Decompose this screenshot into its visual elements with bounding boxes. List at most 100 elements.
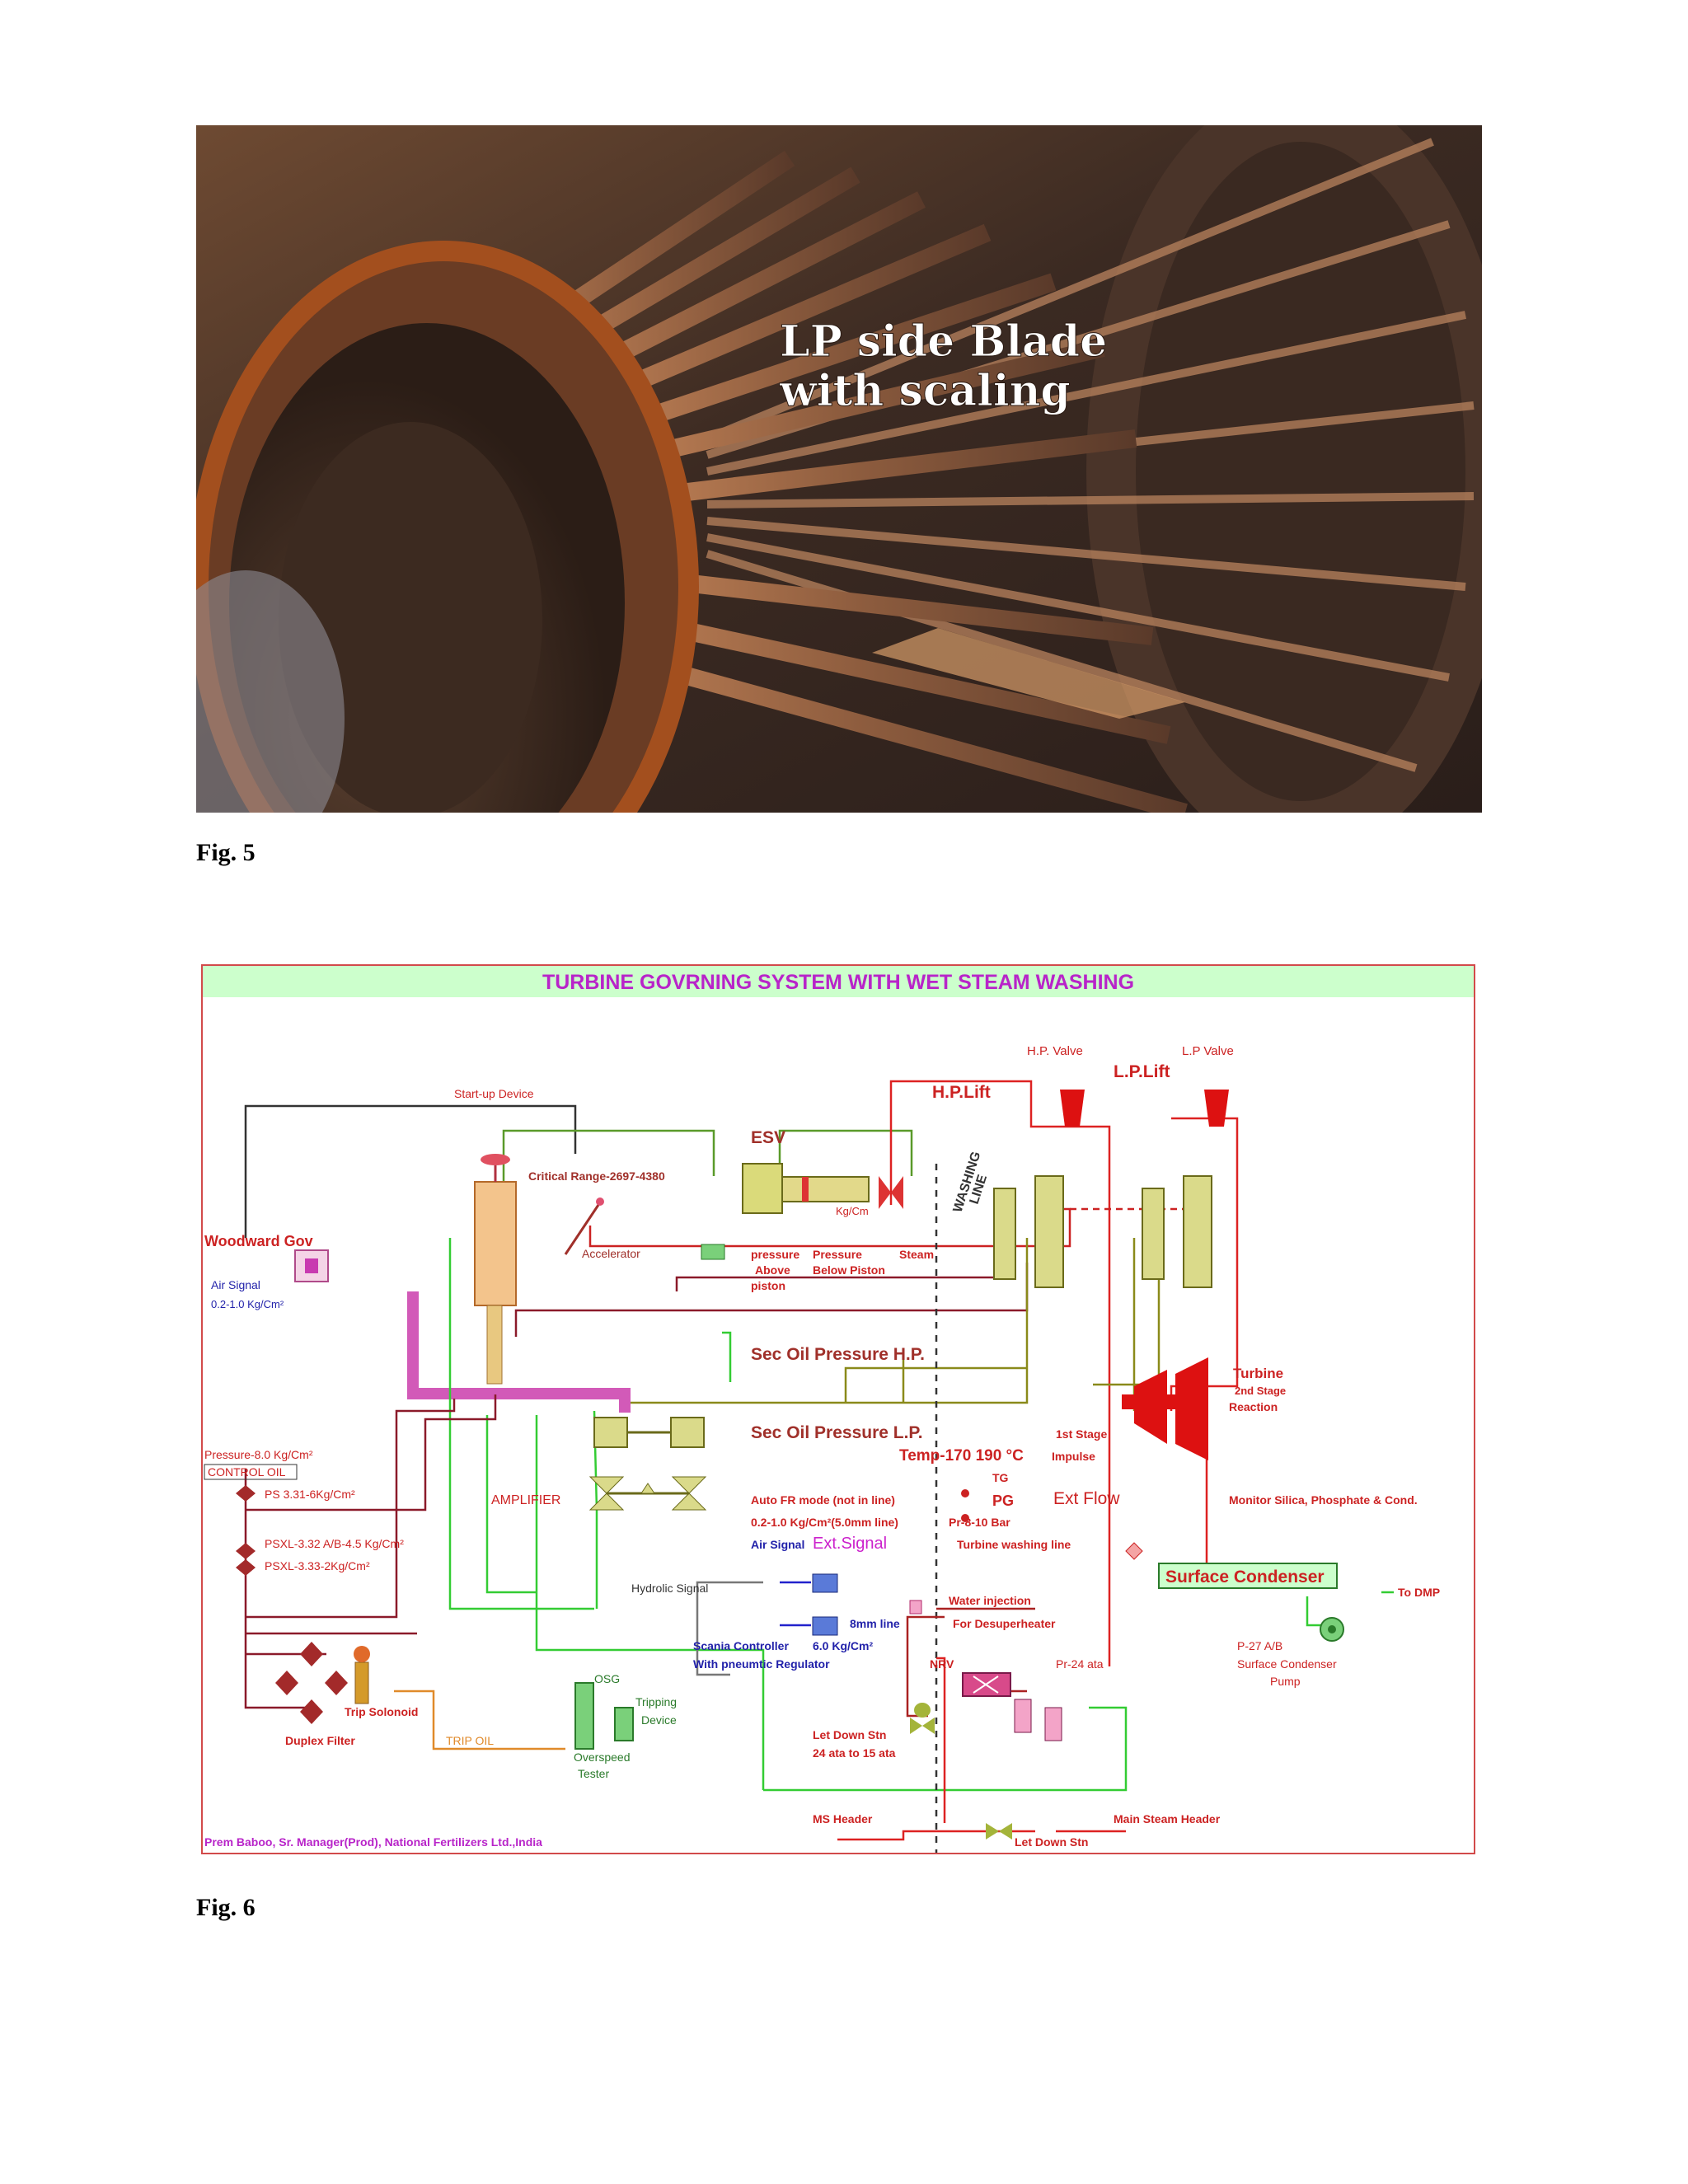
amplifier-block-right [670, 1417, 705, 1448]
label-stage1: 1st Stage [1056, 1427, 1107, 1441]
title-band [203, 966, 1474, 997]
label-washing-line: Turbine washing line [957, 1538, 1071, 1551]
label-turbine: Turbine [1233, 1366, 1283, 1381]
label-startup: Start-up Device [454, 1087, 534, 1100]
label-pressure-below-2: Below Piston [813, 1263, 885, 1277]
lp-servo-left [1142, 1188, 1165, 1280]
label-8mm: 8mm line [850, 1617, 900, 1630]
main-letdown-valve-icon [986, 1823, 999, 1840]
label-sec-oil-hp: Sec Oil Pressure H.P. [751, 1345, 925, 1364]
water-injection-box [909, 1600, 922, 1615]
label-to-dmp: To DMP [1398, 1586, 1440, 1599]
handwheel-icon [481, 1154, 510, 1165]
label-pressure-below-1: Pressure [813, 1248, 862, 1261]
label-device: Device [641, 1713, 677, 1727]
esv-body [742, 1163, 783, 1214]
governing-schematic: TURBINE GOVRNING SYSTEM WITH WET STEAM W… [203, 966, 1474, 1853]
label-pressure-above-2: Above [755, 1263, 790, 1277]
hp-servo-left [993, 1188, 1016, 1280]
label-woodward: Woodward Gov [204, 1233, 313, 1249]
label-ext-signal: Ext.Signal [813, 1535, 887, 1553]
label-ps: PS 3.31-6Kg/Cm² [265, 1488, 355, 1501]
label-hydrolic: Hydrolic Signal [631, 1582, 708, 1595]
label-scania: Scania Controller [693, 1639, 789, 1652]
label-pressure8: Pressure-8.0 Kg/Cm² [204, 1448, 313, 1461]
trip-solenoid-head [354, 1646, 370, 1662]
label-temp: Temp-170 190 °C [899, 1447, 1024, 1465]
label-air-signal: Air Signal [211, 1278, 260, 1291]
ext-flow-diamond [1125, 1542, 1143, 1560]
amplifier-block-left [593, 1417, 628, 1448]
filter-left [1014, 1699, 1032, 1733]
turbine-blade-photo: LP side Blade with scaling [196, 125, 1482, 813]
label-kgcm: Kg/Cm [836, 1205, 869, 1217]
turbine-blade-illustration: LP side Blade with scaling [196, 125, 1482, 813]
label-surface-condenser: Surface Condenser [1165, 1568, 1325, 1586]
label-trip-solenoid: Trip Solonoid [345, 1705, 418, 1718]
amplifier-valve-right [671, 1476, 707, 1494]
label-pump: Pump [1270, 1675, 1301, 1688]
diagram-title: TURBINE GOVRNING SYSTEM WITH WET STEAM W… [542, 971, 1134, 994]
photo-overlay-line2: with scaling [779, 366, 1071, 416]
startup-device-stem [486, 1305, 503, 1385]
label-reaction: Reaction [1229, 1400, 1278, 1413]
filter-right [1044, 1707, 1062, 1741]
label-lp-valve: L.P Valve [1182, 1044, 1234, 1058]
label-hp-lift: H.P.Lift [932, 1083, 991, 1102]
label-water-injection: Water injection [949, 1594, 1031, 1607]
label-psxl2: PSXL-3.33-2Kg/Cm² [265, 1559, 370, 1572]
esv-cylinder [781, 1176, 870, 1202]
label-desuperheater: For Desuperheater [953, 1617, 1056, 1630]
label-letdown-stn: Let Down Stn [1015, 1835, 1088, 1849]
label-monitor: Monitor Silica, Phosphate & Cond. [1229, 1493, 1418, 1507]
label-steam: Steam [899, 1248, 934, 1261]
scania-controller-box [812, 1616, 838, 1636]
steam-valve-icon [879, 1176, 891, 1209]
label-nrv: NRV [930, 1657, 954, 1671]
osg-body [574, 1682, 594, 1750]
label-sc-pump: Surface Condenser [1237, 1657, 1337, 1671]
label-air-signal-2: Air Signal [751, 1538, 804, 1551]
trip-solenoid-body [354, 1661, 369, 1704]
label-letdown-range: 24 ata to 15 ata [813, 1746, 896, 1760]
ext-signal-regulator [812, 1573, 838, 1593]
figure-6-caption: Fig. 6 [196, 1894, 256, 1921]
label-pg: PG [992, 1493, 1014, 1509]
lp-servo-right [1183, 1175, 1212, 1288]
pg-gauge [961, 1514, 969, 1522]
label-impulse: Impulse [1052, 1450, 1095, 1463]
photo-overlay-line1: LP side Blade [780, 316, 1107, 367]
turbine-stage2-icon [1175, 1357, 1208, 1460]
hp-servo-right [1034, 1175, 1064, 1288]
label-ms-header: MS Header [813, 1812, 873, 1825]
figure-5-caption: Fig. 5 [196, 839, 256, 866]
label-ext-flow: Ext Flow [1053, 1489, 1120, 1508]
duplex-filter-diamond-1 [300, 1642, 323, 1666]
label-auto-fr: Auto FR mode (not in line) [751, 1493, 895, 1507]
label-pneumatic: With pneumtic Regulator [693, 1657, 830, 1671]
label-control-oil: CONTROL OIL [208, 1465, 286, 1479]
label-pressure-above-1: pressure [751, 1248, 799, 1261]
tg-gauge [961, 1489, 969, 1497]
label-lp-lift: L.P.Lift [1114, 1062, 1170, 1081]
label-osg: OSG [594, 1672, 620, 1685]
label-esv: ESV [751, 1128, 785, 1147]
turbine-governing-diagram: TURBINE GOVRNING SYSTEM WITH WET STEAM W… [201, 964, 1475, 1854]
surface-condenser-box [1158, 1563, 1338, 1589]
label-letdown: Let Down Stn [813, 1728, 886, 1741]
credit-line: Prem Baboo, Sr. Manager(Prod), National … [204, 1835, 542, 1849]
label-air-range: 0.2-1.0 Kg/Cm² [211, 1298, 284, 1310]
lp-valve-icon [1204, 1090, 1229, 1127]
label-stage2: 2nd Stage [1235, 1385, 1286, 1397]
startup-device-box [474, 1181, 517, 1306]
amplifier-valve-left [588, 1476, 625, 1494]
label-pressure-above-3: piston [751, 1279, 785, 1292]
label-overspeed: Overspeed [574, 1750, 630, 1764]
label-range-fr: 0.2-1.0 Kg/Cm²(5.0mm line) [751, 1516, 898, 1529]
label-duplex-filter: Duplex Filter [285, 1734, 355, 1747]
accelerator-knob [596, 1197, 604, 1206]
label-hp-valve: H.P. Valve [1027, 1044, 1083, 1058]
label-tg: TG [992, 1471, 1009, 1484]
label-6kg: 6.0 Kg/Cm² [813, 1639, 873, 1652]
label-amplifier: AMPLIFIER [491, 1493, 560, 1507]
